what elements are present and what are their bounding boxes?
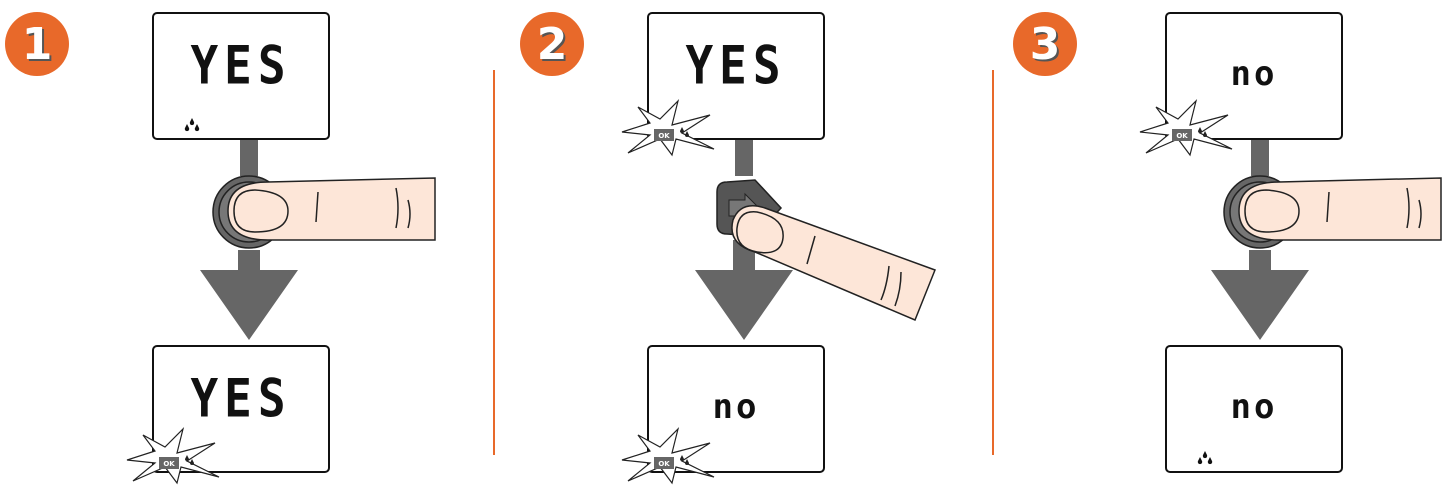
flow-graphic	[200, 140, 436, 340]
step-divider	[992, 70, 994, 455]
ok-label: OK	[658, 132, 670, 140]
lcd-text: no	[1230, 387, 1278, 427]
ok-button-icon	[159, 457, 179, 469]
step-1: 1 YES YES OK	[0, 0, 480, 485]
lcd-text: YES	[190, 33, 292, 97]
step-number-badge: 1	[5, 12, 69, 76]
lcd-display-before: YES	[152, 12, 330, 140]
ok-flash-icon: OK	[621, 427, 715, 485]
lcd-display-before: YES	[647, 12, 825, 140]
ok-label: OK	[163, 460, 175, 468]
finger-icon	[1238, 177, 1442, 241]
lcd-display-after: no	[1165, 345, 1343, 473]
ok-button-icon	[1172, 129, 1192, 141]
lcd-text: YES	[685, 33, 787, 97]
lcd-text: YES	[190, 366, 292, 430]
step-number-badge: 3	[1013, 12, 1077, 76]
down-arrow-icon	[200, 250, 298, 340]
step-divider	[493, 70, 495, 455]
finger-icon	[227, 177, 436, 241]
connector-bar	[1251, 140, 1269, 176]
step-number-badge: 2	[520, 12, 584, 76]
lcd-text: no	[1230, 54, 1278, 94]
ok-flash-icon: OK	[126, 427, 220, 485]
down-arrow-icon	[695, 240, 793, 340]
lcd-text: no	[712, 387, 760, 427]
ok-button-icon	[654, 457, 674, 469]
drop-icon	[184, 118, 200, 132]
ok-label: OK	[1176, 132, 1188, 140]
ok-flash-icon: OK	[621, 99, 715, 157]
flow-graphic	[1211, 140, 1442, 340]
lcd-display-before: no	[1165, 12, 1343, 140]
connector-bar	[735, 140, 753, 176]
down-arrow-icon	[1211, 250, 1309, 340]
flow-graphic	[695, 140, 936, 340]
step-2: 2 YES OK no OK	[500, 0, 980, 485]
step-3: 3 no OK no	[1000, 0, 1443, 483]
connector-bar	[240, 140, 258, 176]
ok-flash-icon: OK	[1139, 99, 1233, 157]
drop-icon	[1197, 451, 1213, 465]
ok-label: OK	[658, 460, 670, 468]
ok-button-icon	[654, 129, 674, 141]
finger-icon	[731, 205, 936, 321]
lcd-display-after: YES	[152, 345, 330, 473]
